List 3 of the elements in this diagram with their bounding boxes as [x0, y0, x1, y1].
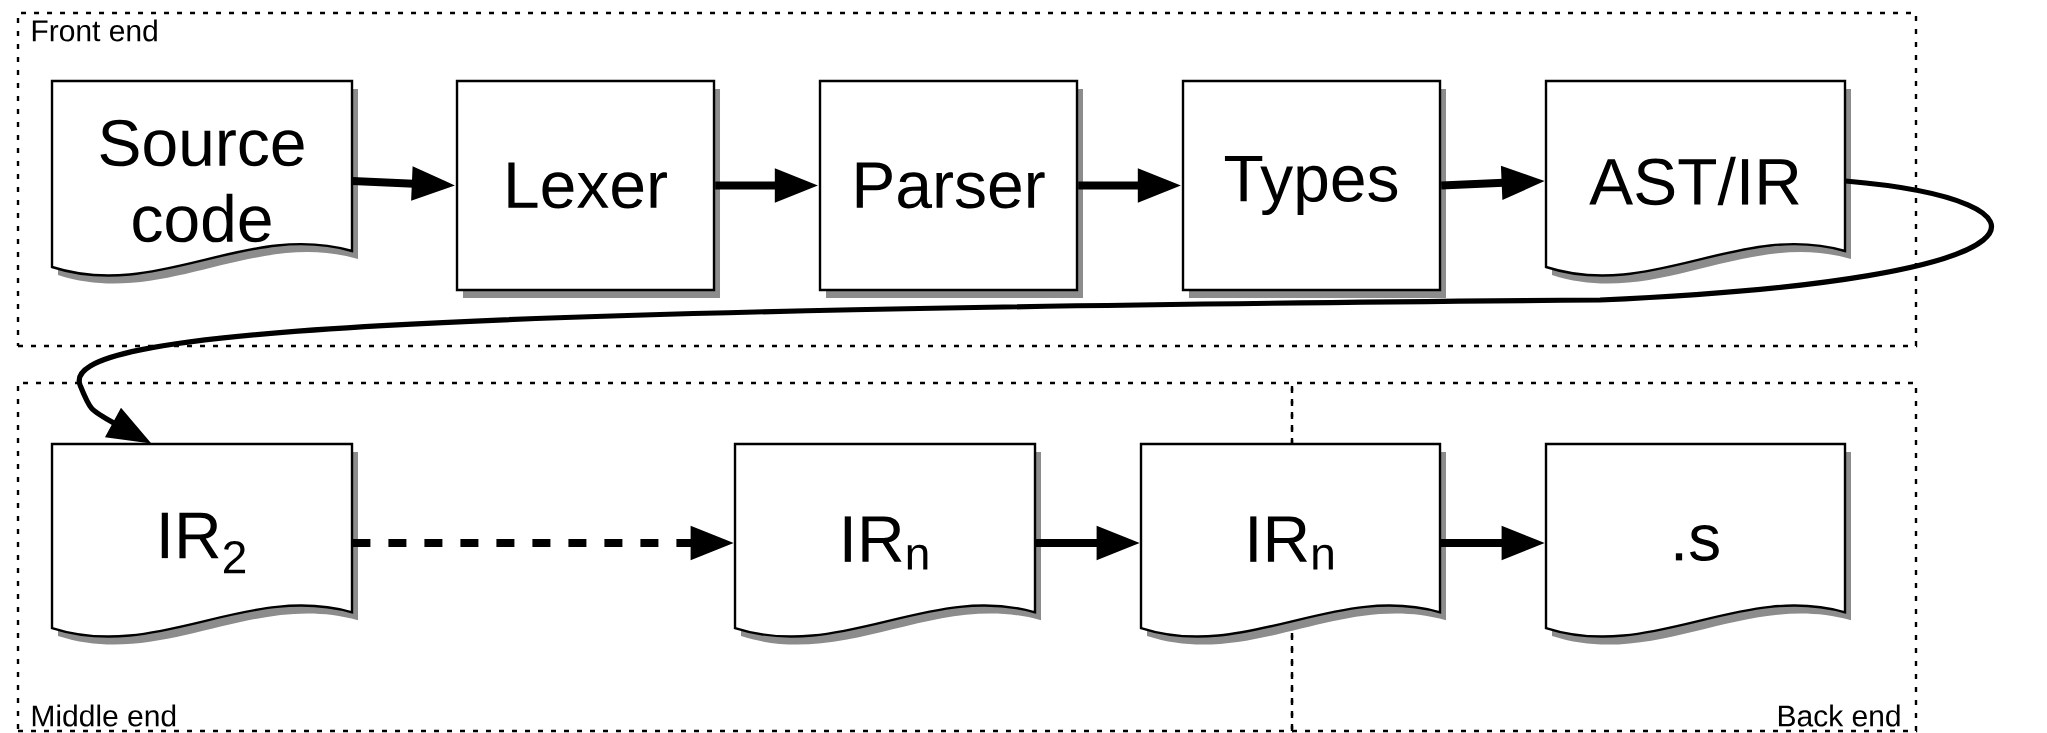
process-box: Parser: [818, 79, 1083, 298]
process-box: Types: [1181, 79, 1446, 298]
process-box: Lexer: [455, 79, 720, 298]
